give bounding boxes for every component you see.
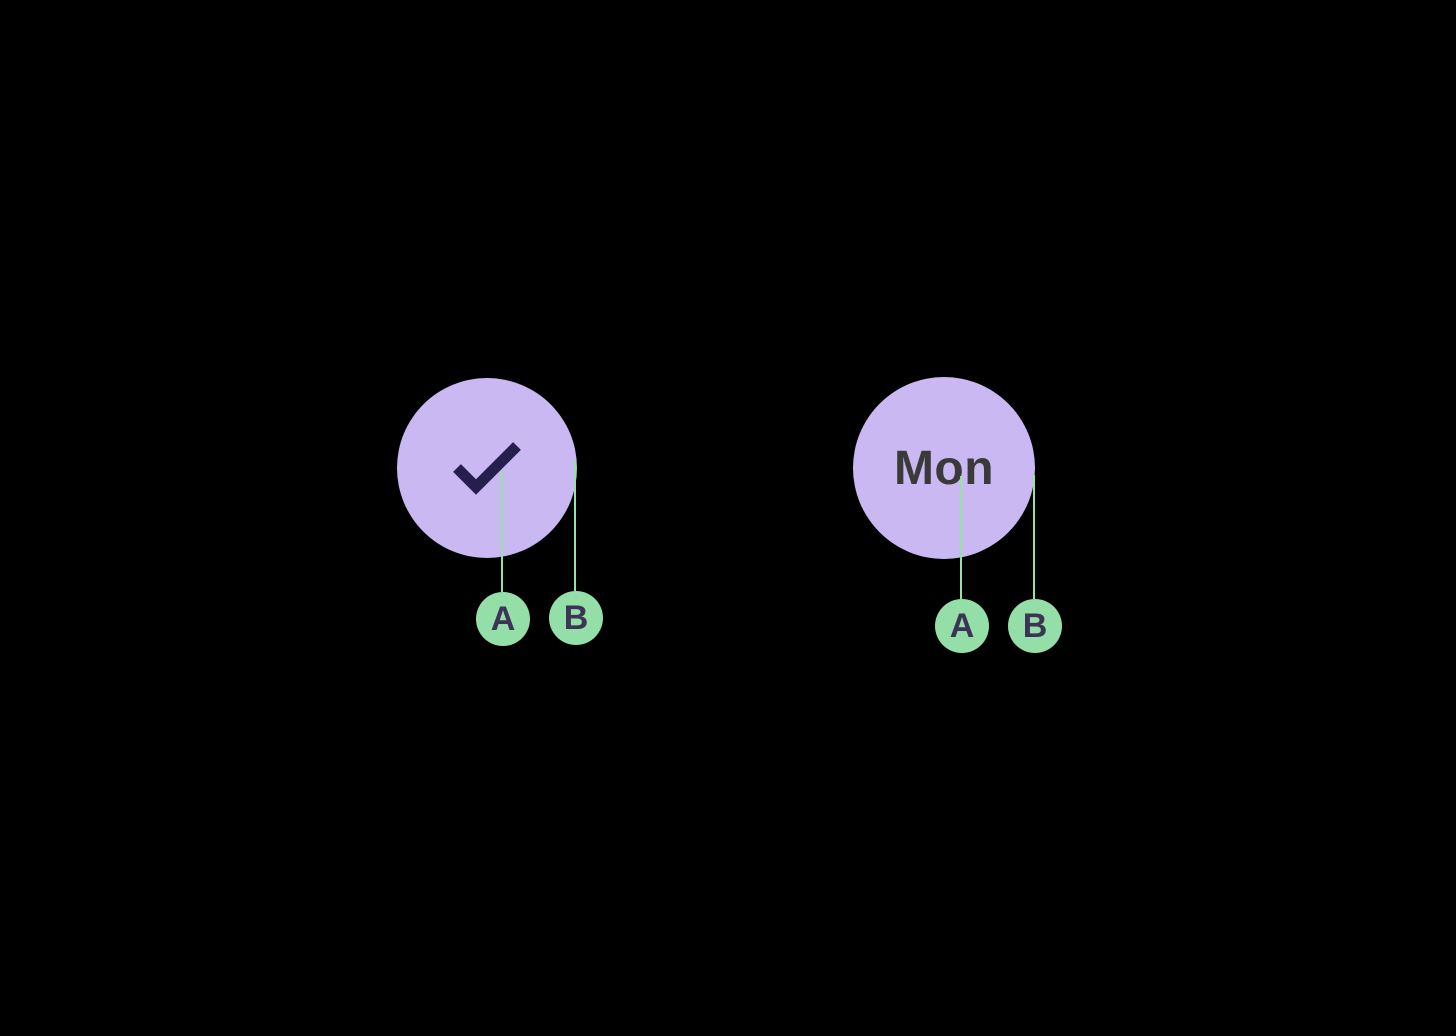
marker-a-leader-line [960,476,962,599]
annotation-marker-b: B [549,591,603,645]
day-label: Mon [893,441,995,495]
day-toggle-checked-button[interactable] [397,378,577,558]
marker-b-leader-line [1033,475,1035,599]
marker-a-leader-line [501,470,503,592]
annotation-marker-a: A [935,599,989,653]
day-toggle-mon-button[interactable]: Mon [853,377,1035,559]
annotation-marker-a: A [476,592,530,646]
check-icon [453,442,521,495]
marker-b-leader-line [574,462,576,591]
annotation-marker-b: B [1008,599,1062,653]
